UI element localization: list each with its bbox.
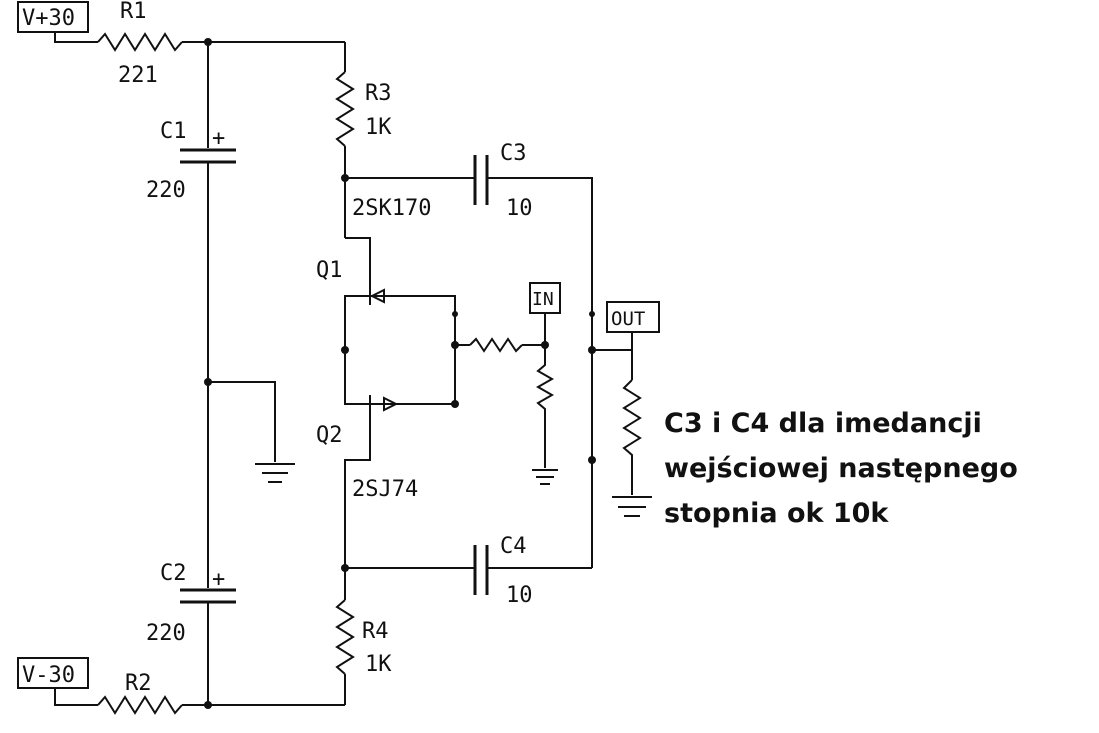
- c3-value: 10: [506, 196, 533, 221]
- output-ground-symbol: [612, 496, 652, 517]
- svg-text:OUT: OUT: [611, 308, 645, 330]
- q1-label: Q1: [316, 258, 343, 283]
- r4-resistor: [335, 599, 355, 675]
- svg-text:IN: IN: [532, 289, 554, 310]
- r4-label: R4: [362, 619, 389, 644]
- q2-part: 2SJ74: [352, 477, 418, 502]
- c1-value: 220: [146, 178, 186, 203]
- c4-label: C4: [500, 534, 527, 559]
- q1-gate-arrow: [369, 288, 385, 304]
- input-resistor: [535, 345, 555, 468]
- c1-polarity: +: [212, 126, 225, 151]
- c3-label: C3: [500, 141, 527, 166]
- annotation-line-1: C3 i C4 dla imedancji: [664, 408, 982, 439]
- gate-resistor: [469, 337, 523, 353]
- c4-value: 10: [506, 583, 533, 608]
- input-terminal: IN: [529, 282, 561, 314]
- r1-resistor: [97, 32, 183, 52]
- c3-capacitor: [473, 155, 489, 205]
- c2-value: 220: [146, 621, 186, 646]
- q1-part: 2SK170: [352, 196, 431, 221]
- q2-label: Q2: [316, 423, 343, 448]
- vneg-terminal: V-30: [17, 657, 89, 689]
- vpos-terminal: V+30: [17, 1, 89, 33]
- load-resistor: [622, 379, 642, 495]
- annotation-line-2: wejściowej następnego: [664, 453, 1018, 484]
- r3-value: 1K: [365, 115, 392, 140]
- r1-label: R1: [120, 0, 147, 24]
- r3-resistor: [335, 71, 355, 147]
- r3-label: R3: [365, 81, 392, 106]
- annotation-line-3: stopnia ok 10k: [664, 498, 889, 529]
- c1-capacitor: [180, 148, 236, 164]
- c2-polarity: +: [212, 567, 225, 592]
- c2-capacitor: [180, 588, 236, 604]
- r1-value: 221: [118, 63, 158, 88]
- c2-label: C2: [160, 561, 187, 586]
- r2-label: R2: [125, 671, 152, 696]
- r4-value: 1K: [365, 652, 392, 677]
- ground-symbol: [255, 463, 295, 483]
- input-ground-symbol: [532, 469, 558, 485]
- svg-text:V+30: V+30: [22, 6, 75, 31]
- c1-label: C1: [160, 119, 187, 144]
- output-terminal: OUT: [606, 301, 660, 333]
- c4-capacitor: [473, 545, 489, 595]
- r2-resistor: [97, 695, 183, 715]
- q2-gate-arrow: [383, 396, 399, 412]
- svg-text:V-30: V-30: [22, 663, 75, 688]
